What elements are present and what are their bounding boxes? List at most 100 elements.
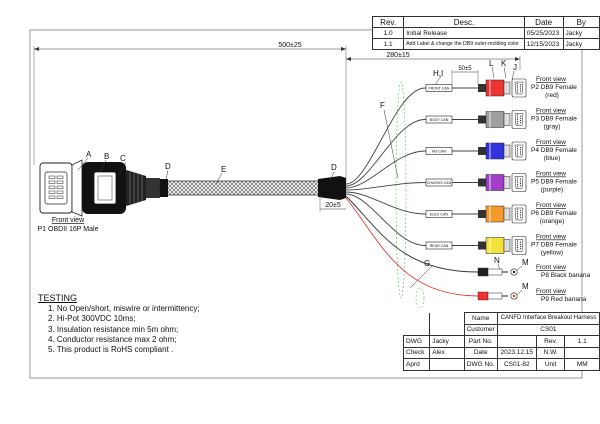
branch-label-tag <box>425 241 453 250</box>
db9-boot <box>478 241 486 250</box>
testing-heading: TESTING <box>38 293 78 303</box>
obdii-connector <box>39 159 160 217</box>
banana-shroud <box>487 292 503 300</box>
aprd-by <box>429 358 465 371</box>
banana-label: P9 Red banana <box>541 296 587 303</box>
banana-front-view-label: Front view <box>536 288 566 295</box>
rev-value: 1.1 <box>564 335 600 348</box>
db9-pin <box>516 249 519 251</box>
db9-shell <box>503 81 511 95</box>
main-cable-braid <box>159 180 323 196</box>
customer-label: Customer <box>463 323 498 336</box>
db9-pin <box>519 241 522 243</box>
db9-label-line2: (red) <box>545 92 559 99</box>
db9-pin <box>516 87 519 89</box>
branch-label-text: REAR CAN <box>430 244 449 248</box>
db9-pin <box>516 186 519 188</box>
dwg-label: DWG <box>402 335 431 348</box>
db9-pin <box>516 116 519 118</box>
part-label: Part No. <box>463 335 498 348</box>
db9-pin <box>516 114 519 116</box>
db9-pin <box>519 117 522 119</box>
db9-shell <box>503 176 511 189</box>
db9-front-view-face <box>514 176 524 189</box>
dimension-label-offset: 50±5 <box>451 66 479 84</box>
rev-row-1-desc: Initial Release <box>403 27 525 39</box>
testing-item-4: 4. Conductor resistance max 2 ohm; <box>48 334 177 344</box>
db9-overmold <box>485 205 505 223</box>
date-header: Date <box>523 16 564 28</box>
db9-pin <box>516 150 519 152</box>
rev-row-1-date: 05/25/2023 <box>523 27 564 39</box>
db9-shell <box>503 239 511 252</box>
db9-pin <box>516 91 519 93</box>
db9-label-line1: P5 DB9 Female <box>531 179 577 186</box>
letter-c: C <box>120 154 126 163</box>
letter-l: L <box>489 59 494 68</box>
db9-label-line1: P6 DB9 Female <box>531 210 577 217</box>
letter-a: A <box>86 150 92 159</box>
testing-item-5: 5. This product is RoHS compliant . <box>48 345 174 355</box>
letter-g: G <box>424 259 430 268</box>
banana-front-view-core <box>512 270 516 274</box>
dwgno-label: DWG No. <box>463 358 498 371</box>
banana-wires <box>345 195 479 297</box>
db9-pin <box>516 179 519 181</box>
desc-header: Desc. <box>403 16 525 28</box>
db9-pin <box>516 217 519 219</box>
check-label: Check <box>402 346 431 359</box>
rev-header: Rev. <box>371 16 405 28</box>
letter-h-i: H,I <box>433 69 443 78</box>
db9-pin <box>519 151 522 153</box>
twist-markers <box>395 81 425 309</box>
rev-row-1-rev: 1.0 <box>371 27 405 39</box>
dimension-label-offset-text: 50±5 <box>458 66 472 72</box>
db9-pin <box>519 214 522 216</box>
nw-label: N.W. <box>535 346 566 359</box>
letter-e: E <box>221 165 226 174</box>
db9-label-line1: P4 DB9 Female <box>531 147 577 154</box>
testing-item-3: 3. Insulation resistance min 5m ohm; <box>48 324 179 334</box>
testing-item-2: 2. Hi-Pot 300VDC 10ms; <box>48 314 136 324</box>
p1-label: P1 OBDII 16P Male <box>38 226 99 233</box>
date-label: Date <box>463 346 498 359</box>
db9-pin <box>519 147 522 149</box>
branch-label-text: ELEC CAN <box>430 213 448 217</box>
letter-f: F <box>380 101 385 110</box>
db9-pin <box>519 185 522 187</box>
banana-body <box>477 291 489 301</box>
db9-pin <box>516 145 519 148</box>
rev-row-2-by: Jacky <box>562 38 600 50</box>
db9-pin <box>516 152 519 154</box>
db9-shell <box>503 144 511 158</box>
db9-pin <box>519 90 522 92</box>
db9-pin <box>516 154 519 156</box>
db9-label-line2: (gray) <box>544 124 561 131</box>
db9-front-view-face <box>514 207 524 221</box>
branch-wire <box>345 193 426 246</box>
db9-pin <box>519 248 522 250</box>
db9-pin <box>516 85 519 87</box>
db9-label-line1: P3 DB9 Female <box>531 116 577 123</box>
letter-m-red: M <box>522 282 529 291</box>
db9-label-line2: (blue) <box>544 155 561 162</box>
banana-label: P8 Black banana <box>541 272 591 279</box>
db9-pin <box>519 149 522 151</box>
letter-n: N <box>494 256 500 265</box>
db9-label-line2: (yellow) <box>541 250 563 257</box>
aprd-label: Aprd <box>402 358 431 371</box>
rev-row-2-rev: 1.1 <box>371 38 405 50</box>
db9-pin <box>516 213 519 215</box>
rev-row-1-by: Jacky <box>562 27 600 39</box>
dimension-jacket-end-text: 20±5 <box>325 202 341 209</box>
db9-pin <box>519 122 522 124</box>
branch-wire <box>345 87 426 185</box>
dimension-overall-label: 500±25 <box>278 42 301 49</box>
